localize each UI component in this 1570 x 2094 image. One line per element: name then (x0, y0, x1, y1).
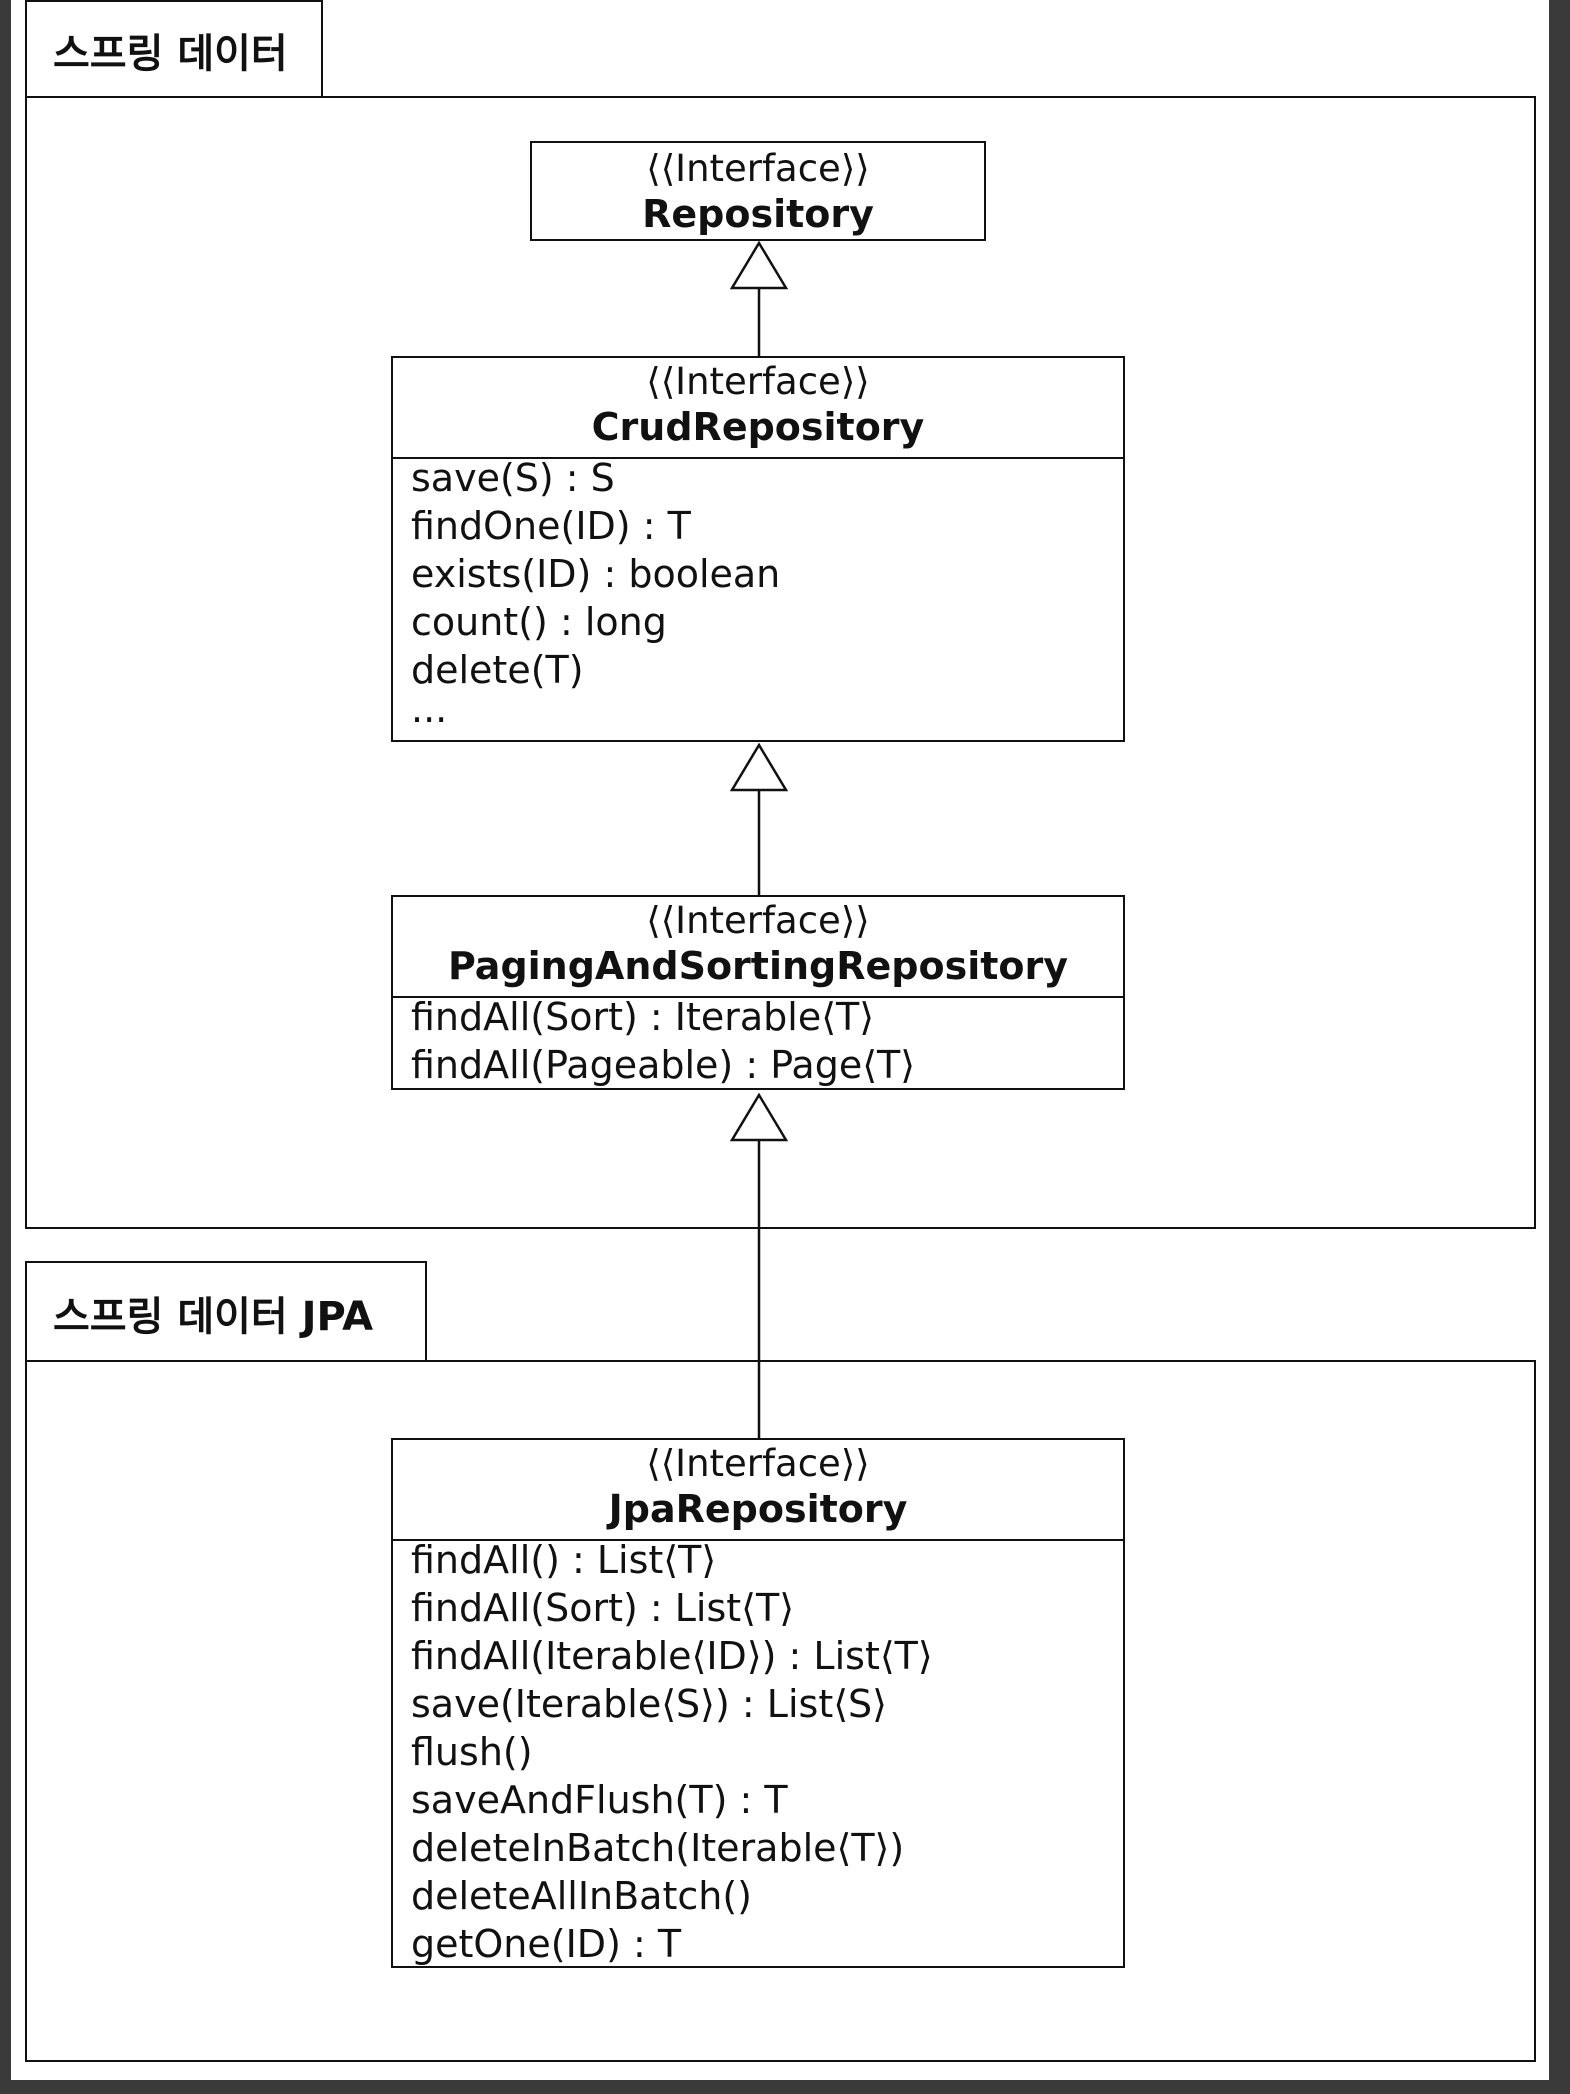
frame-label-spring-data: 스프링 데이터 (53, 31, 288, 77)
uml-diagram: 스프링 데이터 스프링 데이터 JPA ⟨⟨Interface⟩⟩ Reposi… (11, 0, 1549, 2080)
operation: save(S) : S (411, 456, 615, 500)
stereotype-label: ⟨⟨Interface⟩⟩ (646, 360, 870, 403)
operation: saveAndFlush(T) : T (411, 1778, 788, 1822)
class-paging-and-sorting-repository: ⟨⟨Interface⟩⟩ PagingAndSortingRepository… (391, 895, 1125, 1090)
operation: findAll(Iterable⟨ID⟩) : List⟨T⟩ (411, 1634, 933, 1678)
operation: findAll(Pageable) : Page⟨T⟩ (411, 1043, 916, 1087)
operation: delete(T) (411, 648, 584, 692)
stereotype-label: ⟨⟨Interface⟩⟩ (646, 899, 870, 942)
stereotype-label: ⟨⟨Interface⟩⟩ (646, 1442, 870, 1485)
operation: findAll(Sort) : List⟨T⟩ (411, 1586, 795, 1630)
operations-crud-repository: save(S) : S findOne(ID) : T exists(ID) :… (411, 454, 1113, 731)
class-repository: ⟨⟨Interface⟩⟩ Repository (530, 141, 986, 241)
operation: save(Iterable⟨S⟩) : List⟨S⟩ (411, 1682, 887, 1726)
operation: count() : long (411, 600, 667, 644)
class-jpa-repository: ⟨⟨Interface⟩⟩ JpaRepository findAll() : … (391, 1438, 1125, 1968)
class-name-jpa-repository: JpaRepository (608, 1487, 908, 1531)
operation: exists(ID) : boolean (411, 552, 781, 596)
operation: flush() (411, 1730, 533, 1774)
class-crud-repository: ⟨⟨Interface⟩⟩ CrudRepository save(S) : S… (391, 356, 1125, 742)
class-name-paging-and-sorting-repository: PagingAndSortingRepository (447, 944, 1069, 988)
frame-label-spring-data-jpa: 스프링 데이터 JPA (53, 1293, 374, 1340)
operation: getOne(ID) : T (411, 1922, 682, 1966)
operations-paging-and-sorting-repository: findAll(Sort) : Iterable⟨T⟩ findAll(Page… (411, 993, 1113, 1089)
operation: deleteAllInBatch() (411, 1874, 752, 1918)
frame-tab-spring-data: 스프링 데이터 (25, 0, 323, 98)
operation: ... (411, 687, 448, 731)
operation: deleteInBatch(Iterable⟨T⟩) (411, 1826, 905, 1870)
frame-tab-spring-data-jpa: 스프링 데이터 JPA (25, 1261, 427, 1362)
class-name-repository: Repository (642, 192, 874, 236)
operation: findAll(Sort) : Iterable⟨T⟩ (411, 995, 875, 1039)
operations-jpa-repository: findAll() : List⟨T⟩ findAll(Sort) : List… (411, 1536, 1113, 1968)
operation: findOne(ID) : T (411, 504, 691, 548)
operation: findAll() : List⟨T⟩ (411, 1538, 717, 1582)
class-name-crud-repository: CrudRepository (591, 405, 925, 449)
stereotype-label: ⟨⟨Interface⟩⟩ (646, 147, 870, 190)
